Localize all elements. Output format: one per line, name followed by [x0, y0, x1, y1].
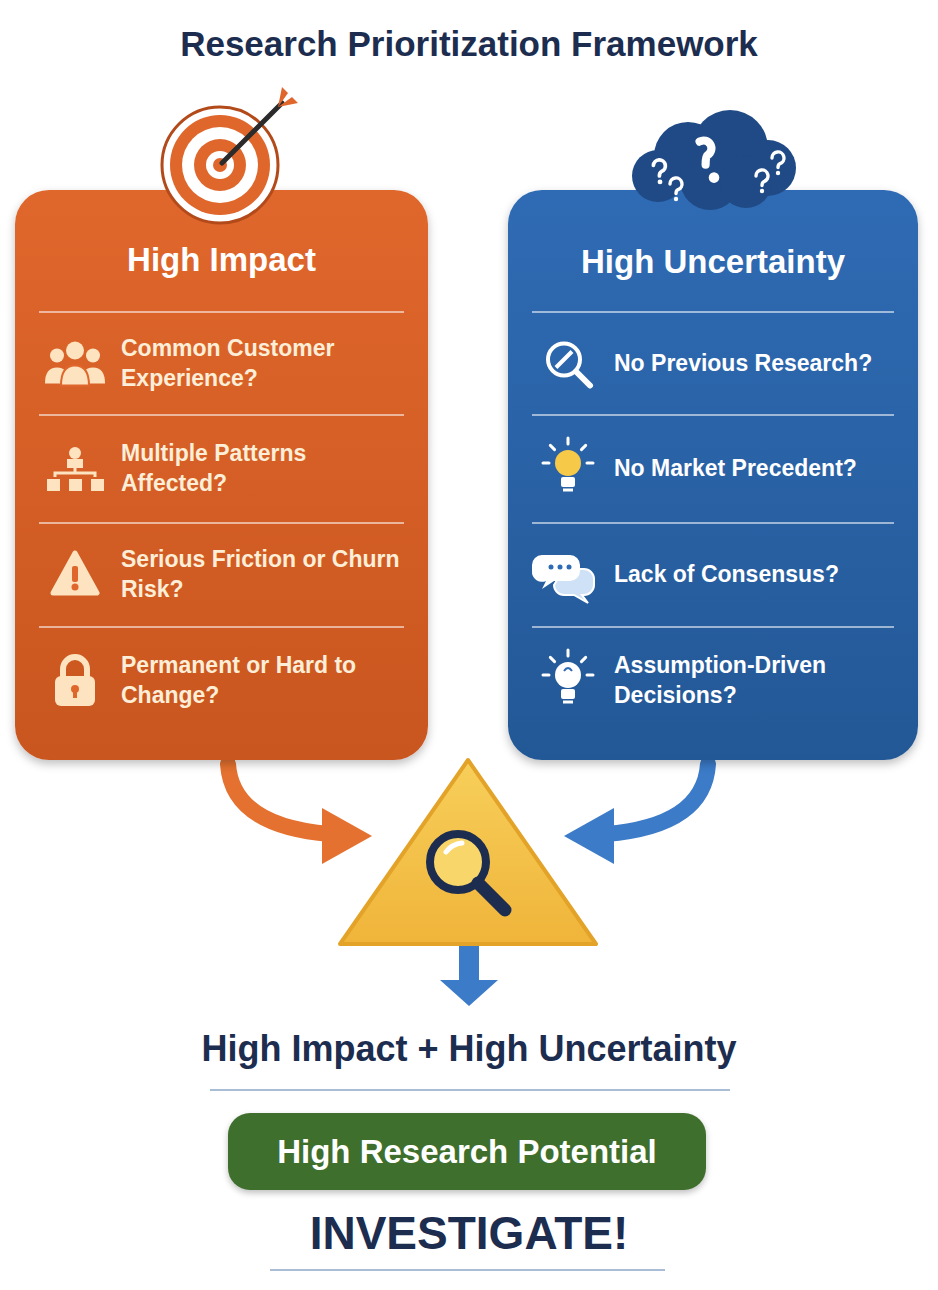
speech-bubbles-icon [532, 555, 594, 603]
criterion-row: Lack of Consensus? [614, 523, 904, 627]
criterion-text: Permanent or Hard to Change? [121, 651, 414, 711]
magnifier-icon [548, 344, 590, 386]
orange-arrow [228, 764, 372, 864]
padlock-icon [55, 657, 95, 706]
criterion-row: Common Customer Experience? [121, 312, 414, 415]
row-divider [532, 414, 894, 416]
hierarchy-icon [47, 447, 104, 491]
box-heading: High Impact [15, 242, 428, 278]
row-divider [39, 311, 404, 313]
criterion-row: Serious Friction or Churn Risk? [121, 523, 414, 627]
criterion-row: Multiple Patterns Affected? [121, 415, 414, 523]
blue-arrow [564, 764, 708, 864]
question-cloud-icon [632, 110, 796, 210]
separator-line [210, 1089, 730, 1091]
criterion-text: Serious Friction or Churn Risk? [121, 545, 414, 605]
criterion-row: Permanent or Hard to Change? [121, 627, 414, 735]
separator-line [270, 1269, 665, 1271]
criterion-text: No Previous Research? [614, 349, 872, 379]
row-divider [532, 522, 894, 524]
category-box: High Uncertainty No Previous Research? No … [508, 190, 918, 760]
warning-icon [53, 553, 97, 593]
down-arrow [440, 946, 498, 1006]
row-divider [532, 311, 894, 313]
people-icon [45, 342, 105, 386]
criterion-text: Multiple Patterns Affected? [121, 439, 414, 499]
criterion-row: No Previous Research? [614, 312, 904, 415]
warning-triangle [340, 760, 596, 944]
row-divider [39, 414, 404, 416]
target-icon [162, 87, 298, 223]
criterion-text: Common Customer Experience? [121, 334, 414, 394]
row-divider [532, 626, 894, 628]
category-box: High ImpactCommon Customer Experience? Mu… [15, 190, 428, 760]
lightbulb-icon [543, 438, 593, 490]
result-text: High Research Potential [277, 1133, 657, 1171]
criterion-text: Assumption-Driven Decisions? [614, 651, 904, 711]
result-pill: High Research Potential [228, 1113, 706, 1190]
criterion-row: Assumption-Driven Decisions? [614, 627, 904, 735]
formula-label: High Impact + High Uncertainty [0, 1028, 938, 1070]
criterion-text: No Market Precedent? [614, 454, 857, 484]
title: Research Prioritization Framework [0, 24, 938, 64]
call-to-action: INVESTIGATE! [0, 1206, 938, 1260]
criterion-row: No Market Precedent? [614, 415, 904, 523]
row-divider [39, 522, 404, 524]
box-heading: High Uncertainty [508, 244, 918, 280]
idea-head-icon [543, 650, 593, 702]
row-divider [39, 626, 404, 628]
criterion-text: Lack of Consensus? [614, 560, 839, 590]
